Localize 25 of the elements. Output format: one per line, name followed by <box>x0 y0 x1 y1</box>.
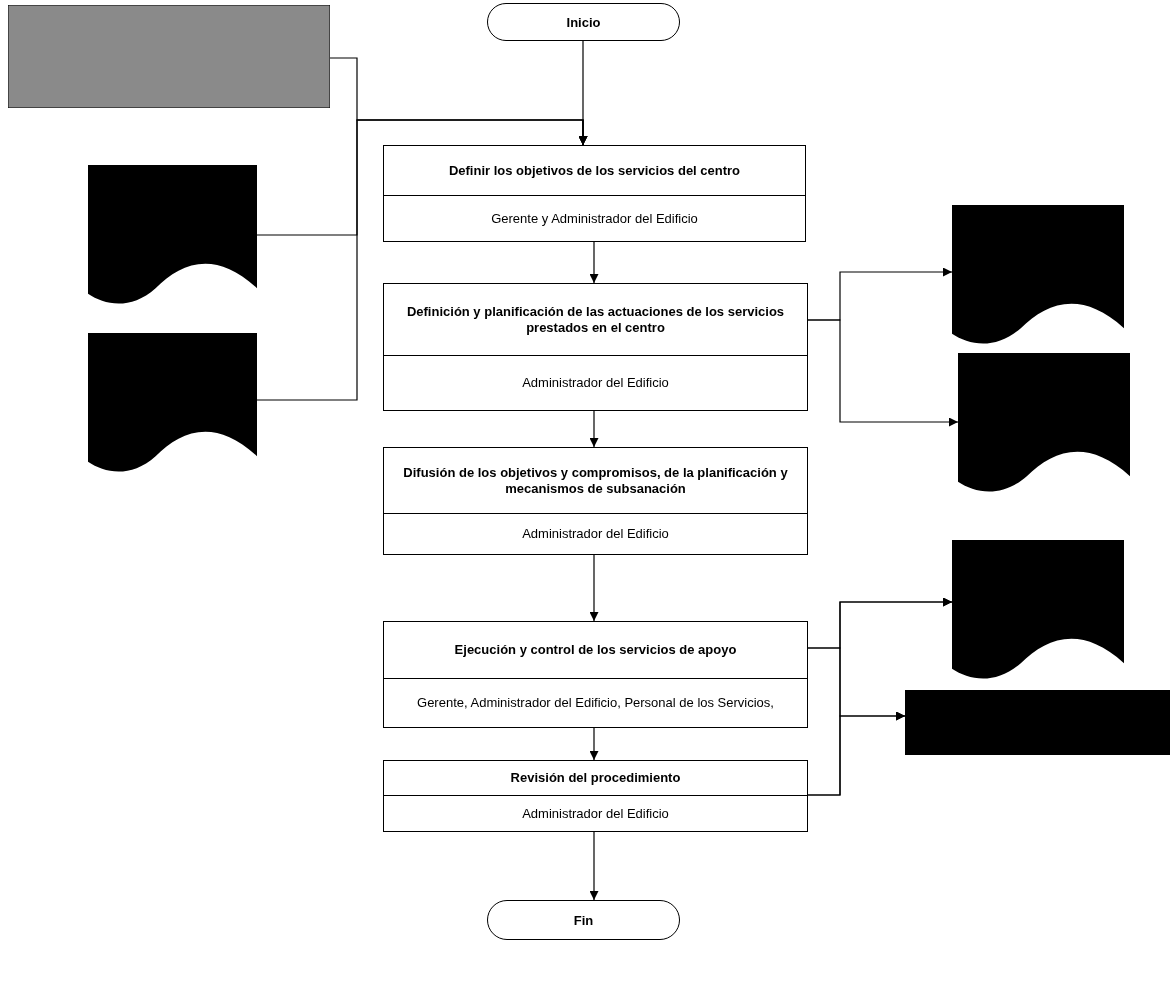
process-title: Revisión del procedimiento <box>384 761 807 796</box>
responsible-role: Gerente y Administrador del Edificio <box>490 209 699 228</box>
responsible-role: Gerente, Administrador del Edificio, Personal de los Servicios, <box>416 694 775 712</box>
responsible-role: Administrador del Edificio <box>521 525 670 543</box>
connector-arrow <box>807 711 906 796</box>
connector-arrow <box>807 319 959 427</box>
connector-arrow <box>589 554 599 622</box>
responsible-role: Administrador del Edificio <box>521 804 670 823</box>
process-title: Definición y planificación de las actuaciones de los servicios prestados en el centro <box>384 284 807 356</box>
process-box <box>383 283 808 411</box>
responsible-role: Administrador del Edificio <box>521 374 670 392</box>
process-box <box>383 760 808 832</box>
connector-arrow <box>589 831 599 901</box>
process-box <box>383 447 808 555</box>
process-title: Definir los objetivos de los servicios del centro <box>384 146 805 196</box>
connector-arrow <box>589 241 599 284</box>
connector-arrow <box>256 119 588 401</box>
connector-arrow <box>589 727 599 761</box>
process-title: Ejecución y control de los servicios de apoyo <box>384 622 807 679</box>
terminator-shape: Fin <box>487 900 680 940</box>
terminator-shape: Inicio <box>487 3 680 41</box>
connector-arrow <box>589 410 599 448</box>
process-box <box>383 621 808 728</box>
process-box <box>383 145 806 242</box>
process-title: Difusión de los objetivos y compromisos, de la planificación y mecanismos de subsanación <box>384 448 807 514</box>
